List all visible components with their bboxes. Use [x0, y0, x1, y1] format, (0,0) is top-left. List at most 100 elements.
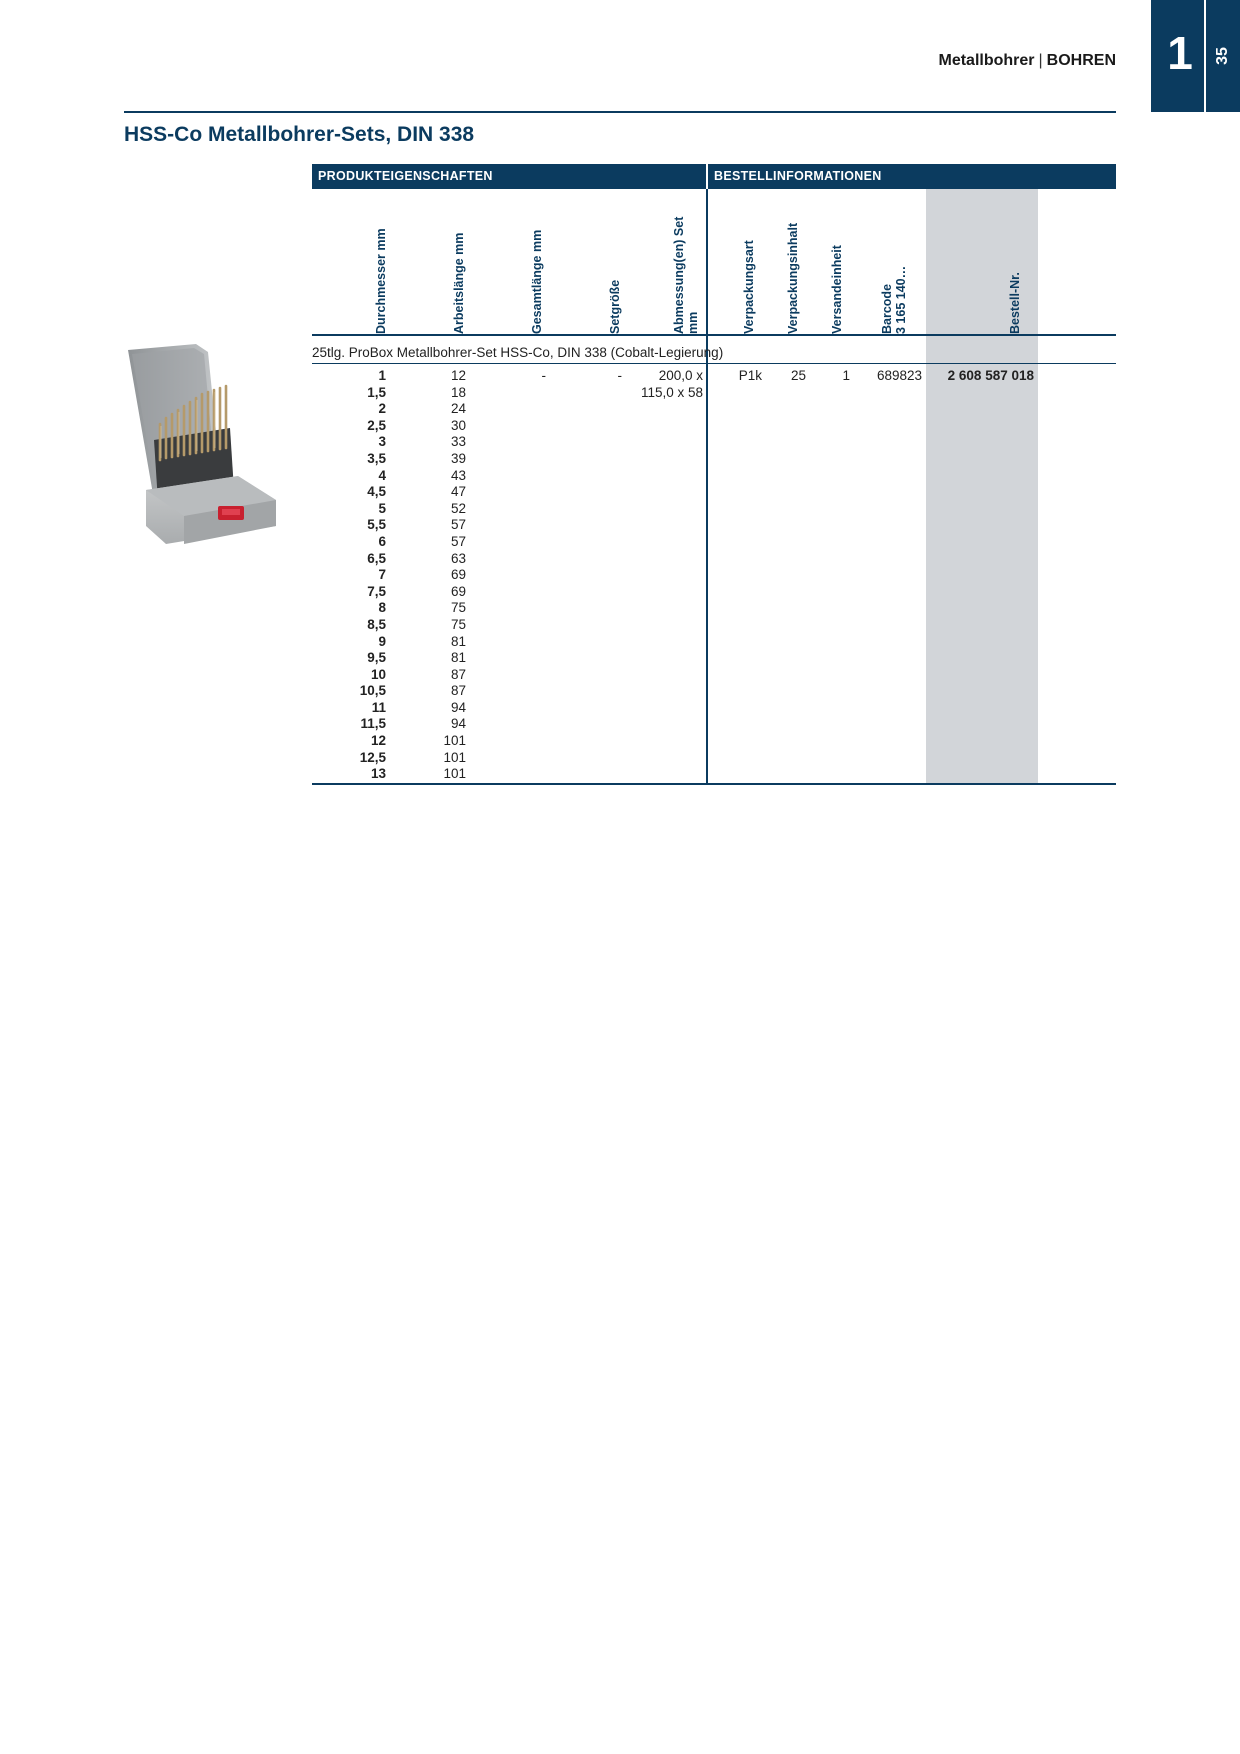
- cell-durchmesser: 7,5: [367, 583, 386, 599]
- cell-durchmesser: 6: [378, 533, 386, 549]
- bestellnr-column-shade: [926, 189, 1038, 784]
- cell-durchmesser: 4: [378, 467, 386, 483]
- cell-arbeitslaenge: 81: [450, 650, 466, 666]
- cell-arbeitslaenge: 87: [450, 666, 466, 682]
- col-header-durchmesser: Durchmesser mm: [374, 190, 414, 334]
- cell-barcode: 689823: [876, 368, 922, 383]
- cell-arbeitslaenge: 57: [450, 533, 466, 549]
- header-rule: [312, 334, 1116, 336]
- col-header-versandeinheit-label: Versandeinheit: [830, 245, 844, 334]
- cell-durchmesser: 1,5: [367, 384, 386, 400]
- cell-durchmesser: 1: [378, 368, 386, 383]
- cell-durchmesser: 2,5: [367, 417, 386, 433]
- cell-arbeitslaenge: 33: [450, 434, 466, 450]
- cell-durchmesser: 12: [370, 733, 386, 749]
- cell-arbeitslaenge: 94: [450, 699, 466, 715]
- cell-durchmesser: 2: [378, 401, 386, 417]
- cell-verpackungsart: P1k: [738, 368, 762, 383]
- cell-durchmesser: 13: [370, 766, 386, 782]
- cell-arbeitslaenge: 75: [450, 600, 466, 616]
- cell-arbeitslaenge: 52: [450, 500, 466, 516]
- col-header-verpackungsart: Verpackungsart: [742, 190, 782, 334]
- chapter-tab-divider: [1204, 0, 1206, 112]
- cell-durchmesser: 11: [371, 699, 386, 715]
- col-header-barcode-label: Barcode: [880, 283, 894, 334]
- col-header-barcode: Barcode 3 165 140…: [880, 190, 920, 334]
- col-header-gesamtlaenge: Gesamtlänge mm: [530, 190, 570, 334]
- col-header-bestellnr: Bestell-Nr.: [1008, 190, 1048, 334]
- cell-durchmesser: 10,5: [359, 683, 386, 699]
- cell-durchmesser: 10: [370, 666, 386, 682]
- cell-arbeitslaenge: 87: [450, 683, 466, 699]
- column-group-divider: [706, 189, 708, 784]
- col-header-abmessung: Abmessung(en) Set mm: [672, 190, 712, 334]
- section-name: Metallbohrer: [938, 52, 1035, 69]
- col-header-verpackungsart-label: Verpackungsart: [742, 240, 756, 334]
- cell-durchmesser: 3: [378, 434, 386, 450]
- page-title: HSS-Co Metallbohrer-Sets, DIN 338: [124, 123, 475, 146]
- cell-durchmesser: 7: [378, 567, 386, 583]
- col-header-durchmesser-label: Durchmesser mm: [374, 228, 388, 334]
- cell-arbeitslaenge: 94: [450, 716, 466, 732]
- cell-durchmesser: 11,5: [360, 716, 386, 732]
- chapter-number: 1: [1167, 27, 1193, 79]
- col-header-verpackungsinhalt-label: Verpackungsinhalt: [786, 222, 800, 334]
- col-header-setgroesse: Setgröße: [608, 190, 648, 334]
- col-header-gesamtlaenge-label: Gesamtlänge mm: [530, 229, 544, 334]
- caption-rule: [312, 363, 1116, 364]
- cell-arbeitslaenge: 18: [450, 384, 466, 400]
- cell-arbeitslaenge: 63: [450, 550, 466, 566]
- cell-durchmesser: 8: [378, 600, 386, 616]
- cell-arbeitslaenge: 24: [450, 401, 466, 417]
- cell-versandeinheit: 1: [842, 368, 850, 383]
- cell-setgroesse: -: [617, 368, 623, 383]
- cell-arbeitslaenge: 39: [450, 450, 466, 466]
- drill-set-case-image: [128, 344, 276, 544]
- cell-arbeitslaenge: 101: [443, 733, 466, 749]
- group-header-produkteigenschaften: PRODUKTEIGENSCHAFTEN: [312, 164, 706, 189]
- cell-durchmesser: 8,5: [367, 616, 386, 632]
- cell-arbeitslaenge: 75: [450, 616, 466, 632]
- cell-durchmesser: 6,5: [367, 550, 386, 566]
- cell-durchmesser: 9: [378, 633, 386, 649]
- cell-bestellnr: 2 608 587 018: [947, 368, 1034, 383]
- cell-durchmesser: 3,5: [367, 450, 386, 466]
- cell-arbeitslaenge: 69: [450, 567, 466, 583]
- cell-arbeitslaenge: 43: [450, 467, 466, 483]
- running-head: Metallbohrer|BOHREN: [938, 52, 1116, 70]
- set-caption: 25tlg. ProBox Metallbohrer-Set HSS-Co, D…: [312, 345, 724, 360]
- page-number: 35: [1214, 47, 1231, 65]
- col-header-abmessung-unit: mm: [686, 311, 700, 334]
- cell-durchmesser: 4,5: [367, 484, 386, 500]
- cell-arbeitslaenge: 69: [450, 583, 466, 599]
- cell-arbeitslaenge: 81: [450, 633, 466, 649]
- col-header-abmessung-label: Abmessung(en) Set: [672, 216, 686, 334]
- chapter-tab: 1 35: [1151, 0, 1240, 112]
- cell-arbeitslaenge: 101: [443, 766, 466, 782]
- col-header-versandeinheit: Versandeinheit: [830, 190, 870, 334]
- cell-arbeitslaenge: 57: [450, 517, 466, 533]
- col-header-setgroesse-label: Setgröße: [608, 279, 622, 334]
- title-rule: [124, 111, 1116, 113]
- cell-gesamtlaenge: -: [541, 368, 547, 383]
- col-header-barcode-prefix: 3 165 140…: [894, 265, 908, 334]
- cell-durchmesser: 5: [378, 500, 386, 516]
- cell-abmessung-line1: 200,0 x: [658, 368, 703, 383]
- cell-arbeitslaenge: 47: [450, 484, 466, 500]
- col-header-arbeitslaenge: Arbeitslänge mm: [452, 190, 492, 334]
- cell-abmessung-line2: 115,0 x 58: [640, 385, 703, 400]
- cell-verpackungsinhalt: 25: [790, 368, 806, 383]
- running-head-separator: |: [1038, 52, 1043, 69]
- col-header-verpackungsinhalt: Verpackungsinhalt: [786, 190, 826, 334]
- group-header-bestellinformationen: BESTELLINFORMATIONEN: [708, 164, 1116, 189]
- cell-durchmesser: 9,5: [367, 650, 386, 666]
- table-group-header: PRODUKTEIGENSCHAFTEN BESTELLINFORMATIONE…: [312, 164, 1116, 189]
- cell-durchmesser: 12,5: [359, 749, 386, 765]
- table-bottom-rule: [312, 783, 1116, 785]
- cell-arbeitslaenge: 101: [443, 749, 466, 765]
- cell-durchmesser: 5,5: [367, 517, 386, 533]
- cell-arbeitslaenge: 30: [450, 417, 466, 433]
- cell-arbeitslaenge: 12: [450, 368, 466, 383]
